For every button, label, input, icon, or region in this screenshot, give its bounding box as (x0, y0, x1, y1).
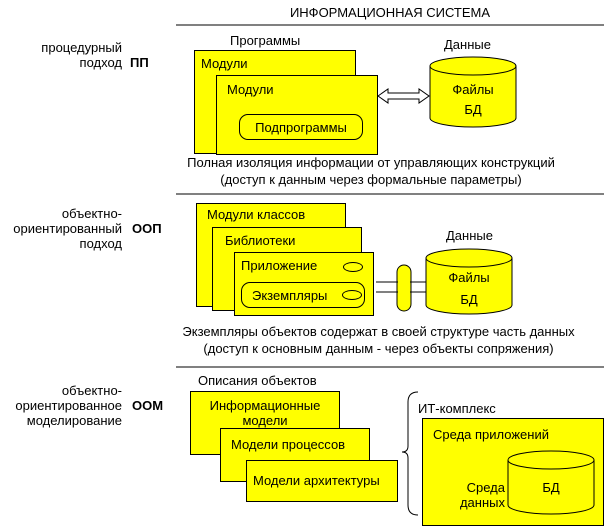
approach-oom-line3: моделирование (26, 413, 122, 428)
approach-oop-line2: ориентированный (13, 221, 122, 236)
modules-box-back-label: Модули (201, 56, 248, 71)
arch-models-label: Модели архитектуры (253, 473, 380, 488)
programs-label: Программы (230, 33, 301, 48)
instances-pill: Экземпляры (241, 282, 365, 308)
connector-oop (376, 264, 426, 312)
app-env-box: Среда приложений Среда данных (422, 418, 604, 526)
application-label: Приложение (241, 258, 318, 273)
note-pp-line1: Полная изоляция информации от управляющи… (187, 155, 555, 170)
abbr-oop: ООП (132, 221, 162, 236)
approach-oom-line1: объектно- (61, 383, 122, 398)
double-arrow-pp (377, 88, 430, 104)
abbr-oom: ООМ (132, 398, 164, 413)
brace-it-complex (401, 391, 419, 516)
db-oop-line1: Файлы (448, 270, 490, 285)
approach-pp-line2: подход (79, 55, 122, 70)
db-pp-line2: БД (464, 102, 482, 117)
application-dot (343, 262, 363, 272)
instances-label: Экземпляры (252, 288, 328, 303)
diagram-title: ИНФОРМАЦИОННАЯ СИСТЕМА (289, 5, 491, 20)
it-complex-label: ИТ-комплекс (418, 401, 496, 416)
data-env-line1: Среда (466, 480, 505, 495)
data-label-oop: Данные (446, 228, 493, 243)
note-oop-line1: Экземпляры объектов содержат в своей стр… (182, 324, 575, 339)
note-oop-line2: (доступ к основным данным - через объект… (203, 341, 554, 356)
db-oop-line2: БД (460, 292, 478, 307)
approach-oop-line3: подход (79, 236, 122, 251)
subprograms-label: Подпрограммы (255, 120, 347, 135)
app-env-label: Среда приложений (433, 427, 549, 442)
approach-oom-line2: ориентированное (15, 398, 122, 413)
class-modules-label: Модули классов (207, 207, 306, 222)
info-models-box: Информационные модели (190, 391, 340, 455)
data-label-pp: Данные (444, 37, 491, 52)
info-models-line1: Информационные (209, 398, 321, 413)
modules-box-front-label: Модули (227, 82, 274, 97)
db-pp-line1: Файлы (452, 82, 494, 97)
arch-models-box: Модели архитектуры (246, 460, 398, 502)
descriptions-label: Описания объектов (198, 373, 317, 388)
process-models-label: Модели процессов (231, 437, 346, 452)
db-oom-label: БД (542, 480, 560, 495)
application-box: Приложение Экземпляры (234, 252, 374, 316)
libraries-label: Библиотеки (225, 233, 296, 248)
abbr-pp: ПП (130, 55, 149, 70)
data-env-line2: данных (459, 495, 505, 510)
approach-oop-line1: объектно- (61, 206, 122, 221)
info-models-line2: модели (242, 413, 288, 428)
subprograms-pill: Подпрограммы (239, 114, 363, 140)
db-cylinder-oop (425, 248, 513, 315)
approach-pp-line1: процедурный (41, 40, 122, 55)
note-pp-line2: (доступ к данным через формальные параме… (220, 172, 522, 187)
db-cylinder-pp (429, 56, 517, 128)
modules-box-front: Модули Подпрограммы (216, 75, 378, 155)
instances-dot (342, 290, 362, 300)
